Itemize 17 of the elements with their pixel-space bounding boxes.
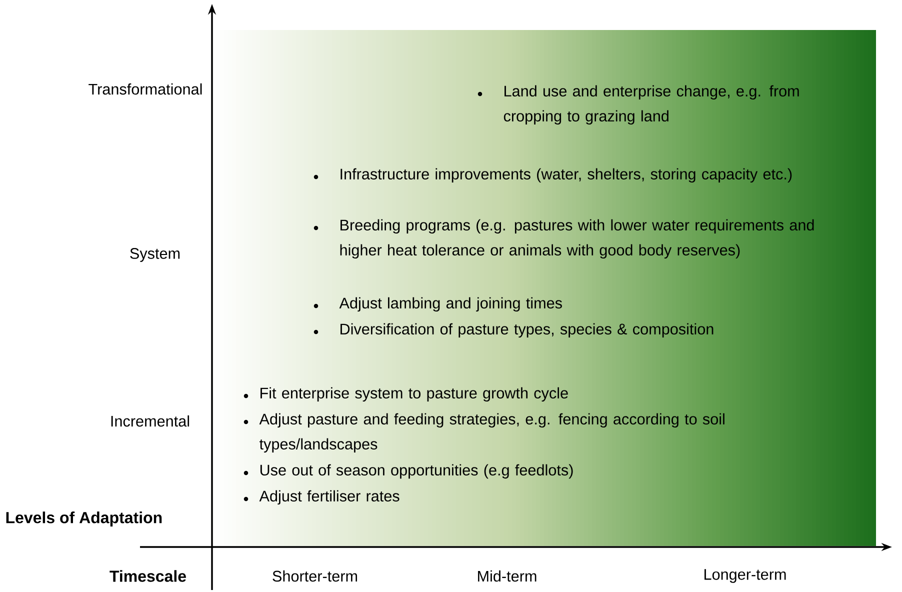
bullet-item: Use out of season opportunities (e.g feedlots): [260, 464, 573, 479]
bullet-item: Breeding programs (e.g. pastures with lower water requirements and higher heat tolerance or animals with good body reserves): [340, 219, 814, 259]
bullet-item: Infrastructure improvements (water, shelters, storing capacity etc.): [340, 168, 792, 183]
axis-label: Longer-term: [704, 569, 786, 583]
axis-label: Mid-term: [478, 570, 536, 582]
axis-label: Transformational: [88, 83, 202, 95]
bullet-item: Fit enterprise system to pasture growth cycle: [260, 387, 568, 402]
axis-title: Levels of Adaptation: [6, 512, 162, 526]
axis-label: Shorter-term: [272, 570, 357, 582]
axis-label: System: [130, 248, 180, 262]
bullet-item: Land use and enterprise change, e.g. from cropping to grazing land: [504, 85, 799, 125]
axis-title: Timescale: [110, 570, 186, 582]
bullet-item: Adjust fertiliser rates: [259, 490, 400, 505]
bullet-item: Diversification of pasture types, species & composition: [340, 323, 714, 338]
bullet-item: Adjust pasture and feeding strategies, e.g. fencing according to soil types/landscapes: [259, 413, 724, 453]
axis-label: Incremental: [111, 415, 190, 427]
bullet-item: Adjust lambing and joining times: [339, 297, 562, 312]
